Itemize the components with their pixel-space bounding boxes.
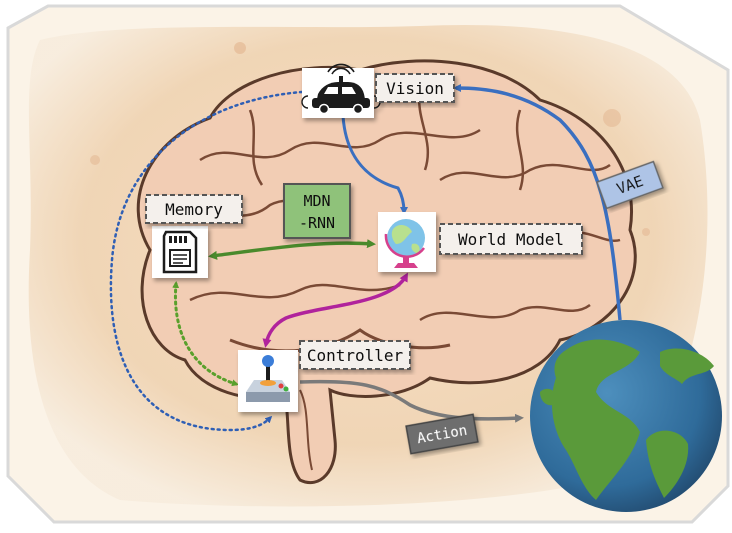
- vision-label: Vision: [375, 73, 455, 103]
- dotted-feedback-path: [109, 90, 304, 432]
- car-icon: [301, 63, 381, 118]
- memory-label: Memory: [145, 194, 243, 224]
- svg-text:World Model: World Model: [458, 230, 564, 249]
- world-model-label: World Model: [439, 223, 583, 255]
- sd-card-icon: [152, 226, 208, 278]
- earth-icon: [530, 320, 722, 512]
- controller-label: Controller: [299, 340, 411, 370]
- svg-text:Vision: Vision: [386, 79, 444, 98]
- globe-icon: [378, 212, 436, 272]
- stain-dot: [603, 109, 621, 127]
- memory-world-model-arrow: [208, 239, 376, 260]
- mdn-rnn-label: MDN -RNN: [283, 183, 351, 239]
- svg-text:Controller: Controller: [307, 346, 404, 365]
- vision-to-world-model-arrow: [341, 115, 408, 215]
- earth-to-vision-arrow: [453, 84, 622, 321]
- svg-text:Memory: Memory: [165, 200, 223, 219]
- world-model-controller-arrow: [262, 272, 408, 348]
- memory-controller-dotted-arrow: [172, 281, 239, 387]
- svg-text:-RNN: -RNN: [299, 214, 335, 232]
- joystick-icon: [238, 350, 298, 412]
- stain-dot: [90, 155, 100, 165]
- stain-dot: [234, 42, 246, 54]
- controller-to-earth-arrow: [299, 379, 524, 423]
- svg-text:MDN: MDN: [303, 192, 330, 210]
- stain-dot: [642, 228, 650, 236]
- action-label: Action: [405, 413, 479, 455]
- vae-label: VAE: [596, 160, 664, 210]
